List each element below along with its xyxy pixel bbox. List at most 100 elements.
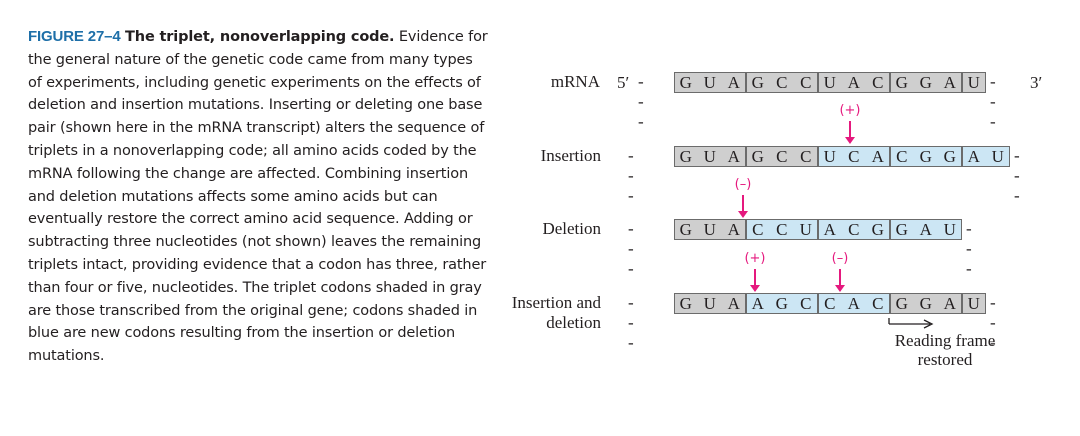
base: U bbox=[799, 220, 813, 239]
base: U bbox=[823, 147, 837, 166]
codon-blue bbox=[962, 146, 1010, 167]
base: G bbox=[895, 73, 909, 92]
codon-blue bbox=[890, 219, 962, 240]
base: G bbox=[775, 294, 789, 313]
base: G bbox=[895, 220, 909, 239]
base: U bbox=[943, 220, 957, 239]
base: A bbox=[727, 147, 741, 166]
row-label-deletion: Deletion bbox=[542, 219, 601, 238]
base: A bbox=[727, 220, 741, 239]
base: C bbox=[800, 294, 812, 313]
codon-gray bbox=[746, 146, 818, 167]
base: U bbox=[823, 73, 837, 92]
codon-gray bbox=[746, 72, 818, 93]
base: C bbox=[848, 147, 860, 166]
codon-gray bbox=[890, 293, 962, 314]
combined-deletion-marker: (–) bbox=[820, 251, 860, 292]
base: G bbox=[751, 73, 765, 92]
codon-blue bbox=[818, 293, 890, 314]
base: A bbox=[919, 220, 933, 239]
combined-insertion-marker-label: (+) bbox=[744, 251, 766, 266]
base: C bbox=[776, 220, 788, 239]
insertion-marker-label: (+) bbox=[839, 103, 861, 118]
row-label-insertion-and-deletion: Insertion and deletion bbox=[511, 293, 601, 332]
five-prime-label: 5′ bbox=[617, 73, 630, 92]
combined-insertion-marker: (+) bbox=[735, 251, 775, 292]
deletion-marker-line bbox=[742, 195, 744, 211]
base: C bbox=[776, 73, 788, 92]
base: C bbox=[896, 147, 908, 166]
codon-gray bbox=[674, 219, 746, 240]
insertion-marker-arrowhead bbox=[845, 137, 855, 144]
base: A bbox=[727, 73, 741, 92]
base: U bbox=[703, 220, 717, 239]
codon-blue bbox=[746, 219, 818, 240]
base: A bbox=[943, 73, 957, 92]
base: C bbox=[800, 73, 812, 92]
deletion-marker-label: (–) bbox=[734, 177, 752, 192]
base: G bbox=[919, 73, 933, 92]
insertion-marker-line bbox=[849, 121, 851, 137]
base: C bbox=[872, 73, 884, 92]
leading-dashes: - - - bbox=[628, 219, 635, 278]
codon-gray bbox=[962, 293, 986, 314]
combined-deletion-marker-arrowhead bbox=[835, 285, 845, 292]
codon-blue bbox=[818, 146, 890, 167]
deletion-marker-arrowhead bbox=[738, 211, 748, 218]
codon-gray bbox=[674, 293, 746, 314]
deletion-marker: (–) bbox=[723, 177, 763, 218]
base: U bbox=[703, 147, 717, 166]
base: G bbox=[751, 147, 765, 166]
base: A bbox=[943, 294, 957, 313]
base: U bbox=[967, 294, 981, 313]
base: G bbox=[679, 294, 693, 313]
trailing-dashes: - - - bbox=[1014, 146, 1021, 205]
figure-label: FIGURE 27–4 bbox=[28, 28, 121, 45]
codon-gray bbox=[818, 72, 890, 93]
base: C bbox=[752, 220, 764, 239]
codon-gray bbox=[890, 72, 962, 93]
trailing-dashes: - - - bbox=[990, 293, 997, 352]
base: A bbox=[751, 294, 765, 313]
base: A bbox=[847, 294, 861, 313]
codon-blue bbox=[818, 219, 890, 240]
base: A bbox=[871, 147, 885, 166]
base: U bbox=[703, 73, 717, 92]
leading-dashes: - - - bbox=[628, 293, 635, 352]
trailing-dashes: - - - bbox=[990, 72, 997, 131]
codon-blue bbox=[746, 293, 818, 314]
combined-insertion-marker-arrowhead bbox=[750, 285, 760, 292]
combined-deletion-marker-line bbox=[839, 269, 841, 285]
base: A bbox=[967, 147, 981, 166]
base: G bbox=[943, 147, 957, 166]
leading-dashes: - - - bbox=[628, 146, 635, 205]
base: G bbox=[679, 73, 693, 92]
three-prime-label: 3′ bbox=[1030, 73, 1043, 92]
base: A bbox=[847, 73, 861, 92]
reading-frame-restored-note: Reading frame restored bbox=[894, 331, 996, 369]
base: G bbox=[919, 294, 933, 313]
codon-blue bbox=[890, 146, 962, 167]
codon-gray bbox=[962, 72, 986, 93]
base: U bbox=[703, 294, 717, 313]
codon-gray bbox=[674, 146, 746, 167]
base: A bbox=[823, 220, 837, 239]
insertion-marker: (+) bbox=[830, 103, 870, 144]
base: G bbox=[895, 294, 909, 313]
figure-caption: FIGURE 27–4 The triplet, nonoverlapping … bbox=[28, 26, 488, 368]
base: G bbox=[919, 147, 933, 166]
trailing-dashes: - - - bbox=[966, 219, 973, 278]
base: C bbox=[824, 294, 836, 313]
figure-title: The triplet, nonoverlapping code. bbox=[125, 29, 395, 45]
leading-dashes: - - - bbox=[638, 72, 645, 131]
base: C bbox=[776, 147, 788, 166]
row-label-insertion: Insertion bbox=[540, 146, 601, 165]
base: G bbox=[679, 147, 693, 166]
base: U bbox=[967, 73, 981, 92]
codon-gray bbox=[674, 72, 746, 93]
restored-arrow bbox=[888, 318, 934, 329]
row-label-mrna: mRNA bbox=[550, 72, 600, 91]
base: U bbox=[991, 147, 1005, 166]
base: G bbox=[871, 220, 885, 239]
base: A bbox=[727, 294, 741, 313]
